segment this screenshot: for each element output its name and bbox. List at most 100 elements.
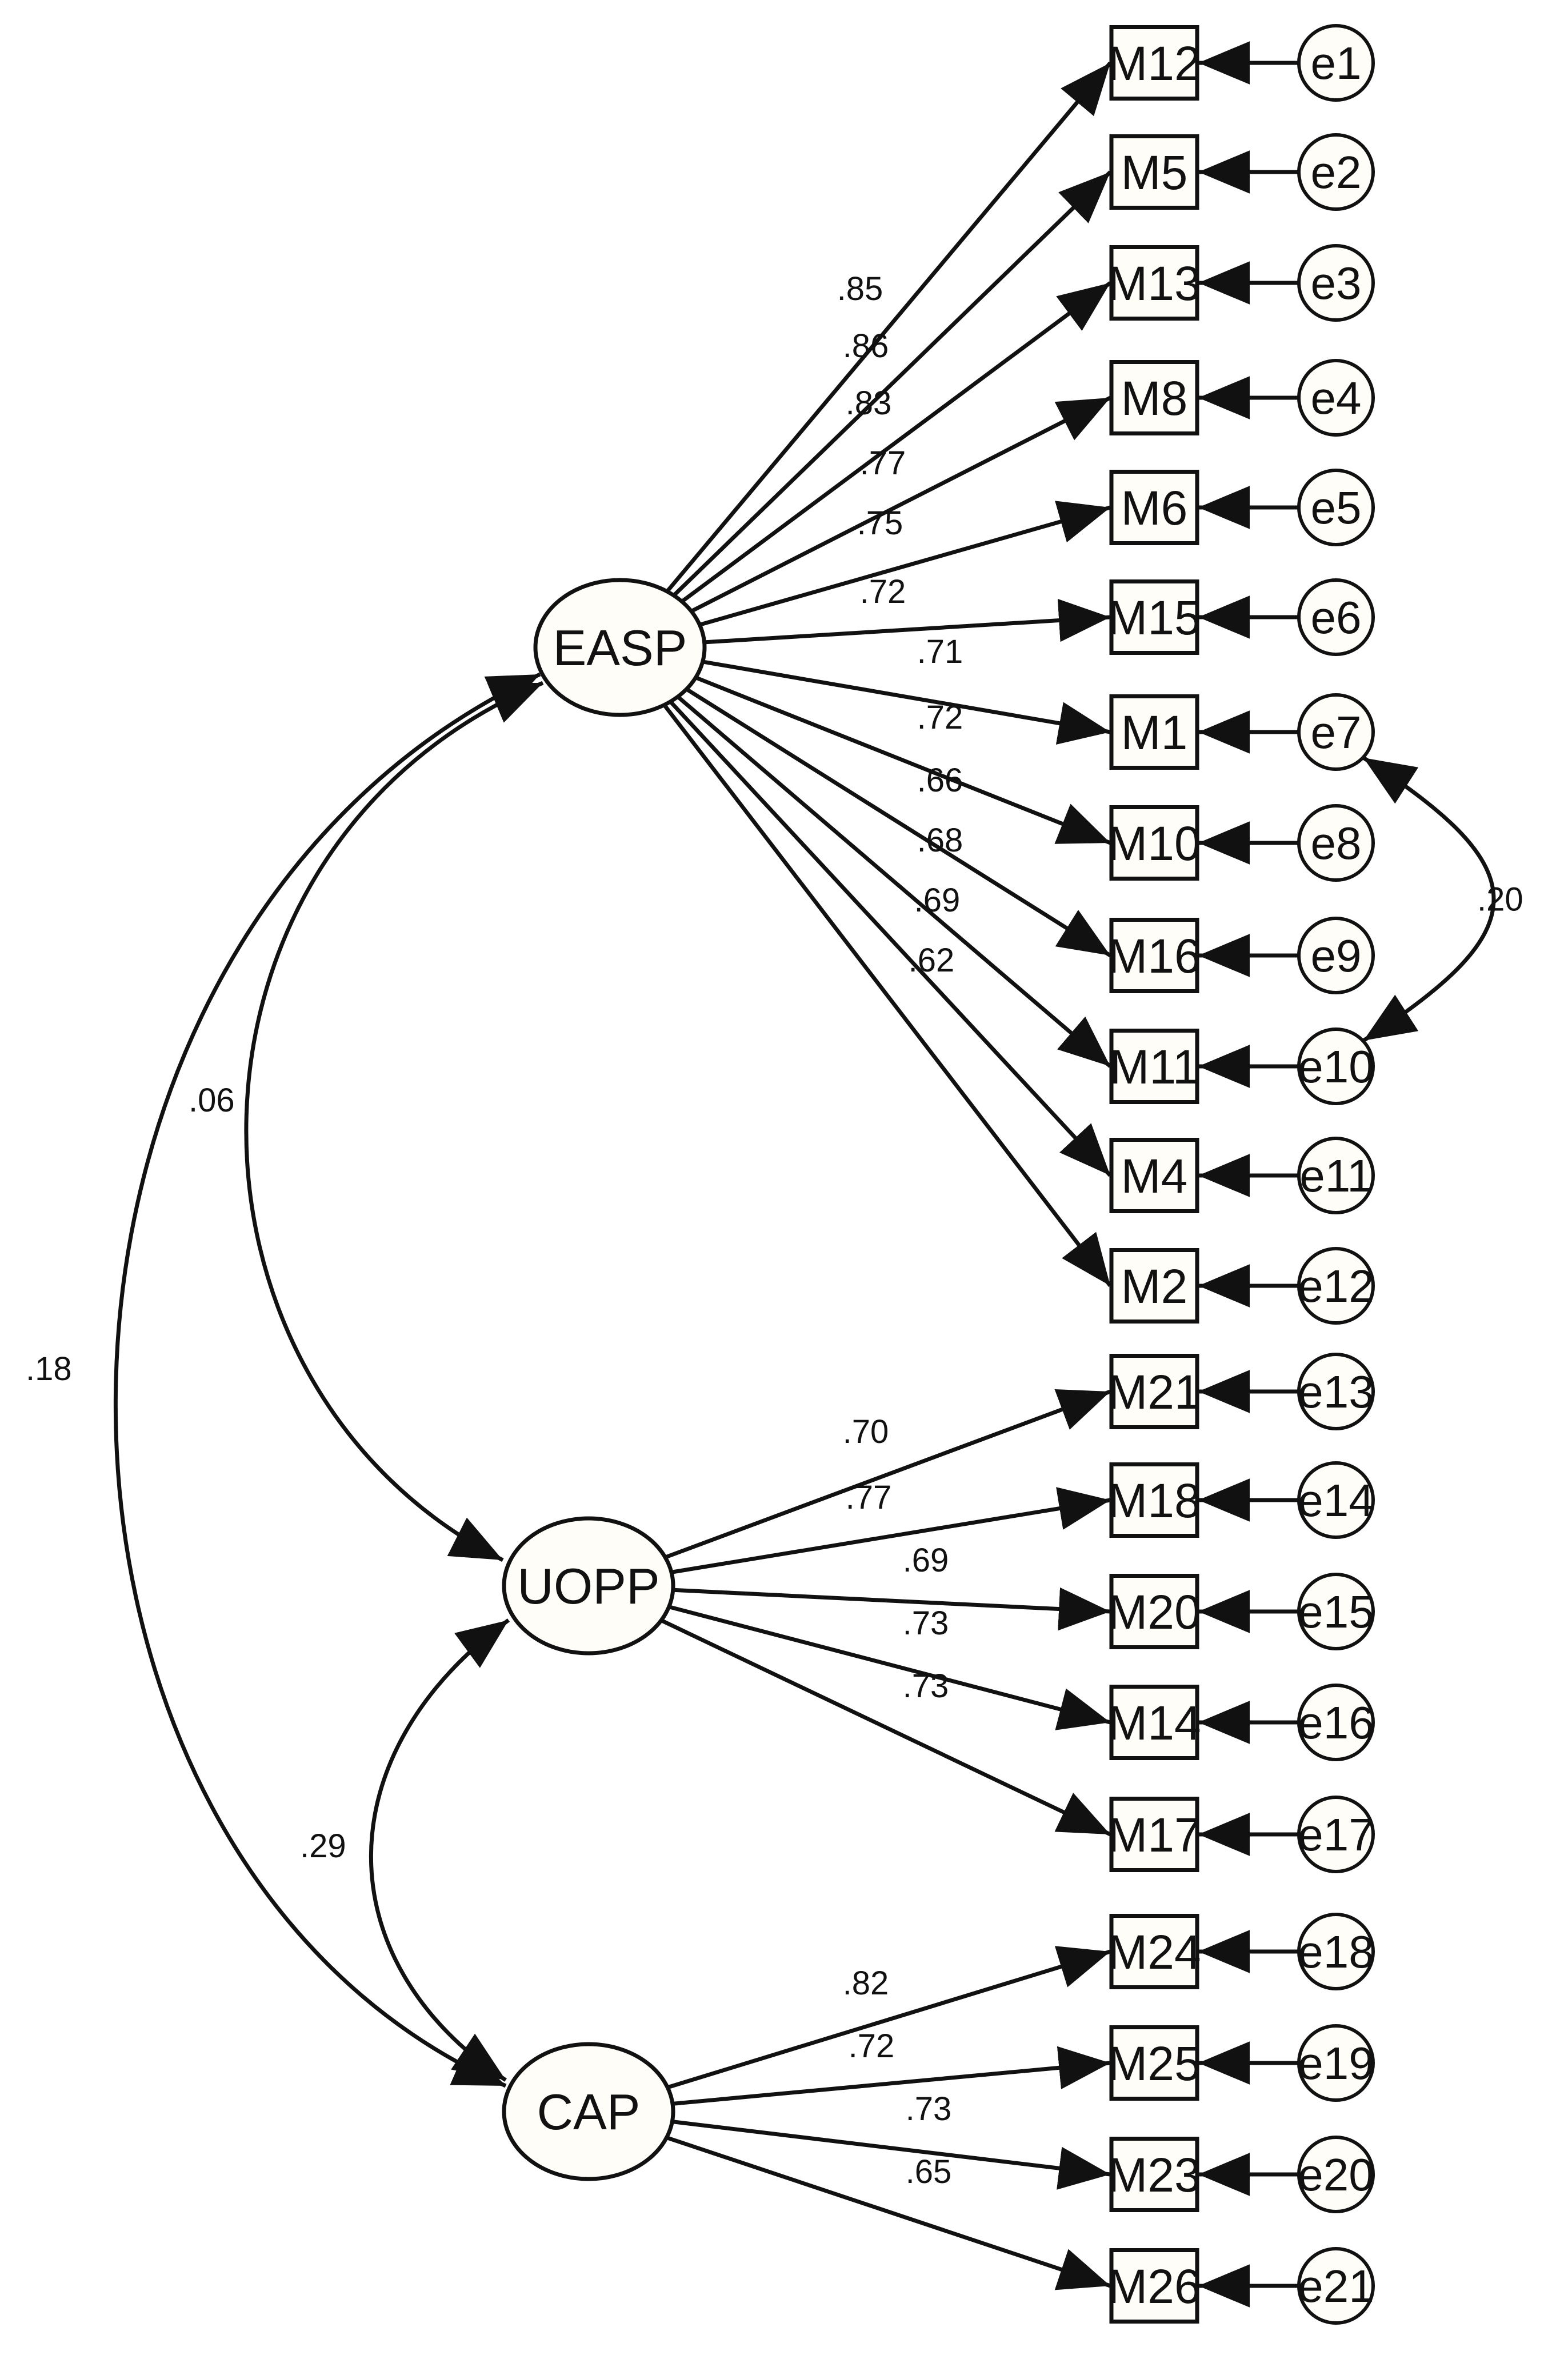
error-label-e12: e12 [1298,1261,1374,1312]
loading-path-easp-m15 [704,598,1111,645]
indicator-m23 [1109,2137,1199,2212]
indicator-m24 [1109,1914,1199,1989]
indicator-label-m25: M25 [1107,2037,1201,2090]
error-term-e6 [1297,578,1375,656]
error-term-e20 [1297,2136,1375,2213]
error-label-e21: e21 [1298,2261,1374,2312]
error-term-e10 [1297,1027,1375,1105]
error-term-e21 [1297,2247,1375,2325]
indicator-m16 [1109,918,1199,993]
loading-path-cap-m23 [671,2120,1111,2190]
loading-path-cap-m26 [666,2136,1111,2290]
error-term-e19 [1297,2024,1375,2102]
indicator-m12 [1109,25,1199,101]
indicator-label-m14: M14 [1107,1696,1201,1750]
indicator-label-m5: M5 [1121,146,1188,199]
latent-label-easp: EASP [553,619,687,676]
indicator-label-m23: M23 [1107,2148,1201,2202]
indicator-label-m26: M26 [1107,2260,1201,2313]
loading-value-m5: .86 [843,327,889,365]
error-term-e13 [1297,1353,1375,1430]
indicator-label-m12: M12 [1107,37,1201,90]
loading-path-easp-m1 [702,659,1111,745]
loading-path-easp-m12 [665,61,1112,593]
indicator-label-m15: M15 [1107,591,1201,645]
covariance-value-uopp-cap: .29 [300,1828,346,1865]
loading-path-easp-m2 [662,703,1112,1288]
latent-cap [502,2042,675,2181]
error-term-e2 [1297,133,1375,211]
error-term-e17 [1297,1796,1375,1873]
loading-value-m1: .71 [917,633,963,670]
loading-value-m12: .85 [837,270,883,307]
indicator-m25 [1109,2025,1199,2101]
indicator-m5 [1109,134,1199,210]
error-term-e14 [1297,1461,1375,1539]
error-label-e19: e19 [1298,2038,1374,2089]
indicator-m17 [1109,1797,1199,1872]
error-term-e9 [1297,917,1375,994]
indicator-label-m2: M2 [1121,1260,1188,1313]
error-label-e4: e4 [1311,373,1362,423]
covariance-value-easp-uopp: .06 [189,1082,235,1119]
error-label-e10: e10 [1298,1041,1374,1092]
indicator-m13 [1109,245,1199,321]
loading-value-m25: .72 [849,2028,895,2065]
error-covariance-value-e7-e10: .20 [1477,881,1523,918]
loading-value-m6: .75 [857,505,903,542]
error-term-e18 [1297,1913,1375,1990]
indicator-label-m20: M20 [1107,1585,1201,1639]
error-term-e11 [1297,1137,1375,1214]
loading-value-m18: .77 [846,1479,892,1516]
path-layer [660,41,1299,2308]
error-term-e1 [1297,24,1375,102]
error-term-e3 [1297,244,1375,322]
loading-value-m20: .69 [903,1542,949,1579]
error-label-e15: e15 [1298,1586,1374,1637]
error-term-e5 [1297,469,1375,546]
loading-path-easp-m16 [685,687,1111,957]
loading-value-m15: .72 [860,573,906,610]
error-label-e17: e17 [1298,1809,1374,1860]
loading-value-m26: .65 [906,2153,952,2190]
indicator-m18 [1109,1462,1199,1538]
error-term-e8 [1297,804,1375,882]
covariance-easp-cap [113,672,541,2088]
error-label-e18: e18 [1298,1926,1374,1977]
error-label-e9: e9 [1311,930,1362,981]
error-covariance-e7-e10 [1362,756,1496,1042]
error-label-e11: e11 [1299,1150,1373,1201]
indicator-m4 [1109,1138,1199,1213]
loading-value-m21: .70 [843,1413,889,1450]
indicator-label-m10: M10 [1107,817,1201,870]
indicator-m21 [1109,1354,1199,1429]
indicator-label-m16: M16 [1107,929,1201,983]
error-label-e6: e6 [1311,592,1362,643]
error-term-e15 [1297,1573,1375,1650]
error-term-e4 [1297,359,1375,437]
indicator-m2 [1109,1248,1199,1324]
covariance-uopp-cap [369,1618,510,2082]
error-label-e13: e13 [1298,1366,1374,1417]
loading-path-easp-m5 [672,170,1112,597]
latent-uopp [502,1516,675,1656]
loading-path-easp-m10 [695,675,1111,845]
indicator-m8 [1109,360,1199,435]
loading-value-m13: .83 [846,385,892,422]
indicator-label-m11: M11 [1109,1040,1199,1094]
indicator-m6 [1109,470,1199,545]
latent-easp [533,578,707,717]
indicator-label-m8: M8 [1121,371,1188,425]
loading-value-m17: .73 [903,1668,949,1705]
indicator-label-m6: M6 [1121,481,1188,535]
loading-value-m11: .68 [917,822,963,859]
loading-value-m2: .62 [909,942,955,979]
covariance-easp-uopp [244,681,544,1562]
loading-path-easp-m6 [699,501,1111,627]
error-label-e16: e16 [1298,1697,1374,1748]
error-label-e8: e8 [1311,818,1362,869]
loading-value-m4: .69 [914,882,961,919]
error-label-e14: e14 [1298,1475,1374,1526]
indicator-label-m24: M24 [1107,1925,1201,1979]
indicator-m11 [1109,1029,1199,1104]
